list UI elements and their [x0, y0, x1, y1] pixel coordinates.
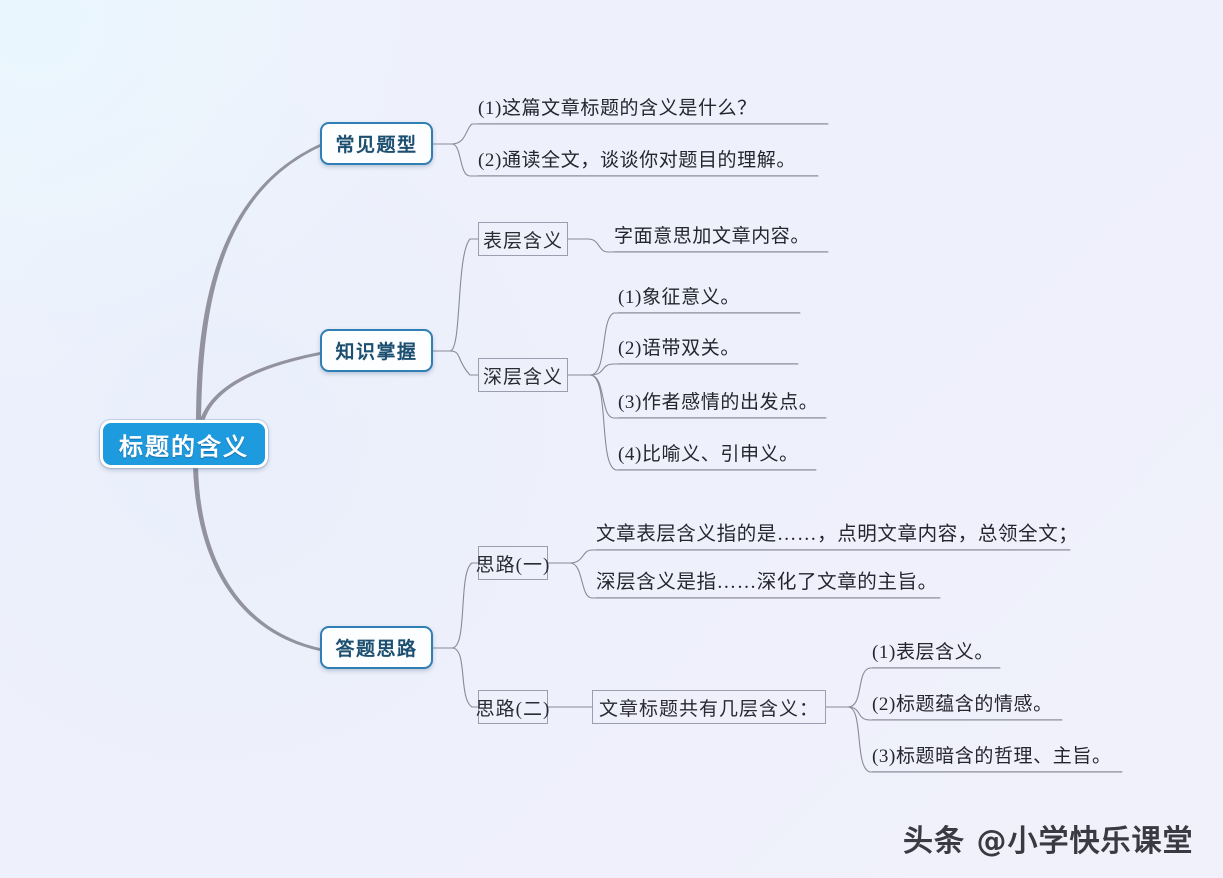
branch-node-knowledge[interactable]: 知识掌握	[320, 329, 433, 372]
leaf-approach-two-1: (1)表层含义。	[872, 642, 1000, 668]
box-node-approach-two[interactable]: 思路(二)	[476, 690, 549, 724]
watermark-text: 头条 @小学快乐课堂	[903, 824, 1194, 859]
leaf-approach-one-1: 文章表层含义指的是……，点明文章内容，总领全文；	[596, 524, 1078, 550]
leaf-deep-meaning-3: (3)作者感情的出发点。	[618, 392, 826, 418]
leaf-question-type-1: (1)这篇文章标题的含义是什么？	[478, 98, 828, 124]
leaf-question-type-2: (2)通读全文，谈谈你对题目的理解。	[478, 150, 818, 176]
leaf-deep-meaning-2: (2)语带双关。	[618, 338, 798, 364]
leaf-surface-meaning-1: 字面意思加文章内容。	[614, 226, 828, 252]
root-node[interactable]: 标题的含义	[100, 420, 268, 468]
box-node-approach-two-statement[interactable]: 文章标题共有几层含义：	[592, 690, 826, 724]
box-node-approach-one[interactable]: 思路(一)	[476, 546, 549, 580]
leaf-deep-meaning-1: (1)象征意义。	[618, 287, 800, 313]
box-node-surface-meaning[interactable]: 表层含义	[478, 222, 568, 256]
leaf-approach-two-2: (2)标题蕴含的情感。	[872, 694, 1062, 720]
leaf-approach-two-3: (3)标题暗含的哲理、主旨。	[872, 746, 1122, 772]
leaf-deep-meaning-4: (4)比喻义、引申义。	[618, 444, 816, 470]
branch-node-approach[interactable]: 答题思路	[320, 626, 433, 669]
branch-node-question-types[interactable]: 常见题型	[320, 122, 433, 165]
leaf-approach-one-2: 深层含义是指……深化了文章的主旨。	[596, 572, 940, 598]
box-node-deep-meaning[interactable]: 深层含义	[478, 358, 568, 392]
